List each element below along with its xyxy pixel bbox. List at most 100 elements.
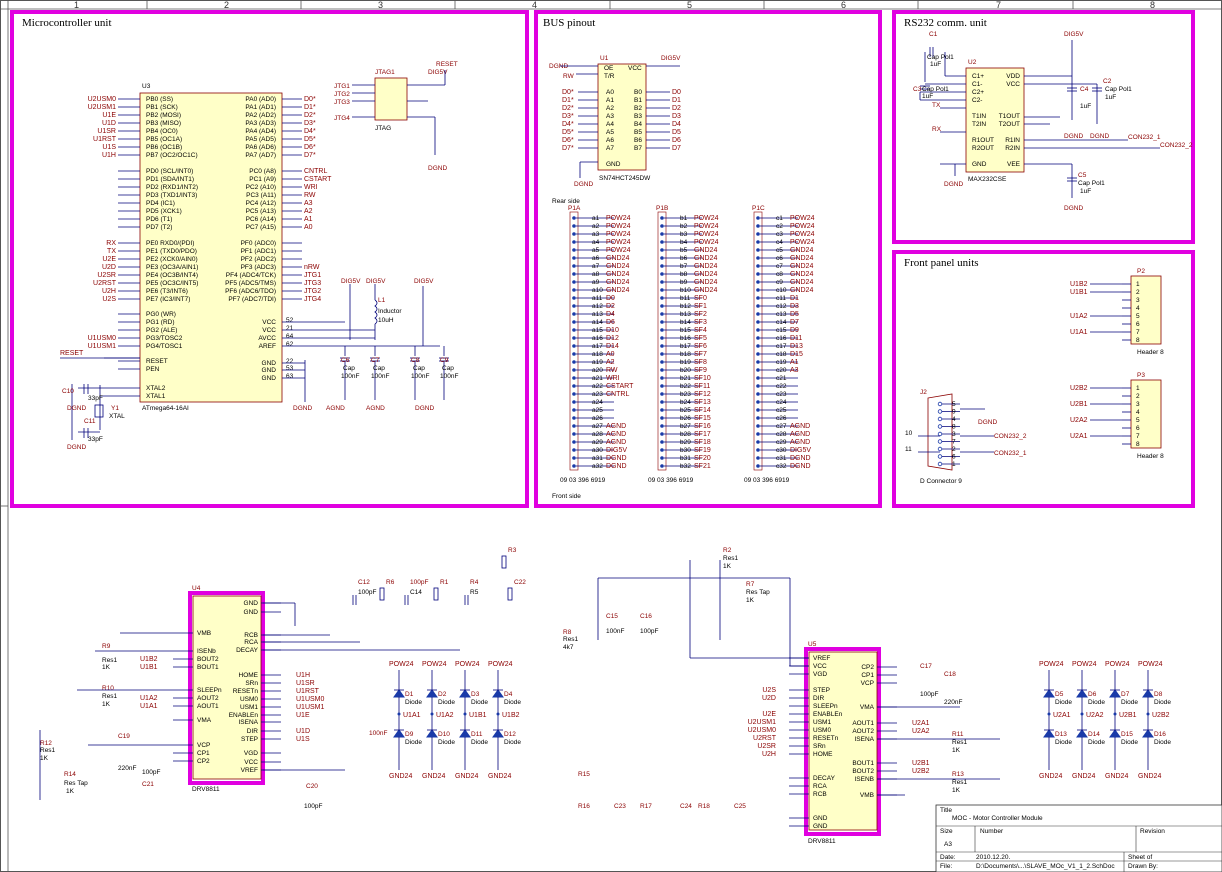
connector-ref-1: P1B xyxy=(656,205,668,212)
connector-pinname-2-29: c30 xyxy=(776,447,787,454)
tb-title: MOC - Motor Controller Module xyxy=(952,815,1043,822)
connector-pin-2-30 xyxy=(756,456,760,460)
connector-pin-1-21 xyxy=(660,384,664,388)
mcu-power-pin-2: AVCC xyxy=(258,335,276,342)
drv2-pins-lpin-9: RESETn xyxy=(813,735,839,742)
tb-file-label: File: xyxy=(940,863,952,870)
connector-net-1-7: GND24 xyxy=(694,271,717,278)
mcu-right-net-1-1: CSTART xyxy=(304,176,332,183)
drv2-r7-val: 1K xyxy=(746,597,755,604)
mcu-cap-ref-1: C7 xyxy=(371,357,380,364)
connector-net-1-5: GND24 xyxy=(694,255,717,262)
connector-pinname-1-9: b10 xyxy=(680,287,691,294)
mcu-body xyxy=(139,92,283,403)
j2-label: D Connector 9 xyxy=(920,478,962,485)
crystal-gnd2: DGND xyxy=(67,444,86,451)
rs232-dig5v: DIG5V xyxy=(1064,31,1084,38)
drv2-pins-lpin-12: DECAY xyxy=(813,775,836,782)
connector-pinname-2-11: c12 xyxy=(776,303,787,310)
drv1-cap-ref-1: 100pF xyxy=(410,579,428,586)
connector-pin-0-15 xyxy=(572,336,576,340)
buf-gnd: GND xyxy=(606,161,621,168)
connector-pinname-0-8: a9 xyxy=(592,279,600,286)
connector-net-0-16: D14 xyxy=(606,343,619,350)
buf-in-3: D3* xyxy=(562,113,574,120)
mcu-left-net-0-1: U2USM1 xyxy=(88,104,117,111)
connector-pin-1-18 xyxy=(660,360,664,364)
mcu-left-net-2-3: U2D xyxy=(102,264,116,271)
connector-pin-0-28 xyxy=(572,440,576,444)
mcu-right-pin-0-2: PA2 (AD2) xyxy=(245,112,276,119)
max232-lpin-6: R1OUT xyxy=(972,137,994,144)
connector-ref-2: P1C xyxy=(752,205,765,212)
mcu-left-pin-3-0: PG0 (WR) xyxy=(146,311,176,318)
crystal-c11-val: 33pF xyxy=(88,436,103,443)
dsub-pinnum-7: 6 xyxy=(952,454,956,461)
mcu-left-pin-2-1: PE1 (TXD0/PDO) xyxy=(146,248,197,255)
j2-net-con2: CON232_2 xyxy=(994,433,1027,440)
right-gnd-0: GND24 xyxy=(1039,773,1062,780)
drv2-r8-val: 4k7 xyxy=(563,644,574,651)
mcu-cap-ref-2: C8 xyxy=(411,357,420,364)
buf-tr: T/R xyxy=(604,73,615,80)
panel-bus-title: BUS pinout xyxy=(543,17,595,29)
crystal-c10: C10 xyxy=(62,388,74,395)
header-0-net-0: U1B2 xyxy=(1070,281,1088,288)
drv2-r2-type: Res1 xyxy=(723,555,739,562)
connector-pin-0-19 xyxy=(572,368,576,372)
right-dbot-part-2: Diode xyxy=(1121,739,1138,746)
left-diode-bot-2 xyxy=(459,729,471,738)
jtag-reset: RESET xyxy=(436,61,458,68)
mcu-left-pin-2-7: PE7 (IC3/INT7) xyxy=(146,296,190,303)
connector-pinname-1-3: b4 xyxy=(680,239,688,246)
connector-net-0-15: D12 xyxy=(606,335,619,342)
connector-pinname-2-22: c23 xyxy=(776,391,787,398)
connector-pin-0-31 xyxy=(572,464,576,468)
j2-dgnd: DGND xyxy=(978,419,997,426)
buf-in-6: D6* xyxy=(562,137,574,144)
rs232-dgnd-b: DGND xyxy=(1090,133,1109,140)
drv2-bottom-6: C25 xyxy=(734,803,746,810)
mcu-power-num-1: 21 xyxy=(286,325,294,332)
drv1-res-ref-3: C22 xyxy=(514,579,526,586)
inductor-val: 10uH xyxy=(378,317,394,324)
drv1-pins-lpin-8: VCP xyxy=(197,742,210,749)
rail-dig5v-b: DIG5V xyxy=(366,278,386,285)
connector-body-2 xyxy=(753,211,763,471)
connector-pinname-2-10: c11 xyxy=(776,295,786,302)
drv2-net-l-7: U2H xyxy=(762,751,776,758)
mcu-right-pin-0-6: PA6 (AD6) xyxy=(245,144,276,151)
drv2-net-l-4: U2USM0 xyxy=(748,727,777,734)
connector-pinname-2-28: c29 xyxy=(776,439,787,446)
connector-net-2-17: D15 xyxy=(790,351,803,358)
connector-pin-2-25 xyxy=(756,416,760,420)
jtag-label: JTAG xyxy=(375,125,391,132)
connector-pinname-0-10: a11 xyxy=(592,295,603,302)
connector-net-0-9: GND24 xyxy=(606,287,629,294)
crystal-symbol xyxy=(94,404,104,418)
header-1-net-0: U2B2 xyxy=(1070,385,1088,392)
tb-file: D:\Documents\...\SLAVE_MOc_V1_1_2.SchDoc xyxy=(976,863,1115,870)
left-dtop-part-2: Diode xyxy=(471,699,488,706)
mcu-right-net-1-0: CNTRL xyxy=(304,168,327,175)
right-dbot-part-0: Diode xyxy=(1055,739,1072,746)
connector-pinname-0-9: a10 xyxy=(592,287,603,294)
drv1-pins-lpin-2: BOUT2 xyxy=(197,656,219,663)
header-0-pin-4: 5 xyxy=(1136,313,1140,320)
connector-pinname-1-21: b22 xyxy=(680,383,691,390)
tb-revision-label: Revision xyxy=(1140,828,1165,835)
connector-pin-0-26 xyxy=(572,424,576,428)
ruler-col-3: 3 xyxy=(378,0,383,10)
mcu-right-pin-0-0: PA0 (AD0) xyxy=(245,96,276,103)
mcu-cap-ref-0: C6 xyxy=(341,357,350,364)
connector-pin-0-30 xyxy=(572,456,576,460)
connector-net-0-2: POW24 xyxy=(606,231,631,238)
mcu-left-pin-4-0: RESET xyxy=(146,358,168,365)
crystal-y1: Y1 xyxy=(111,405,119,412)
mcu-ref: U3 xyxy=(142,83,151,90)
connector-net-0-19: RW xyxy=(606,367,618,374)
left-gnd-0: GND24 xyxy=(389,773,412,780)
connector-pin-1-17 xyxy=(660,352,664,356)
rs232-c1-val: 1uF xyxy=(930,61,941,68)
connector-pinname-1-18: b19 xyxy=(680,359,691,366)
